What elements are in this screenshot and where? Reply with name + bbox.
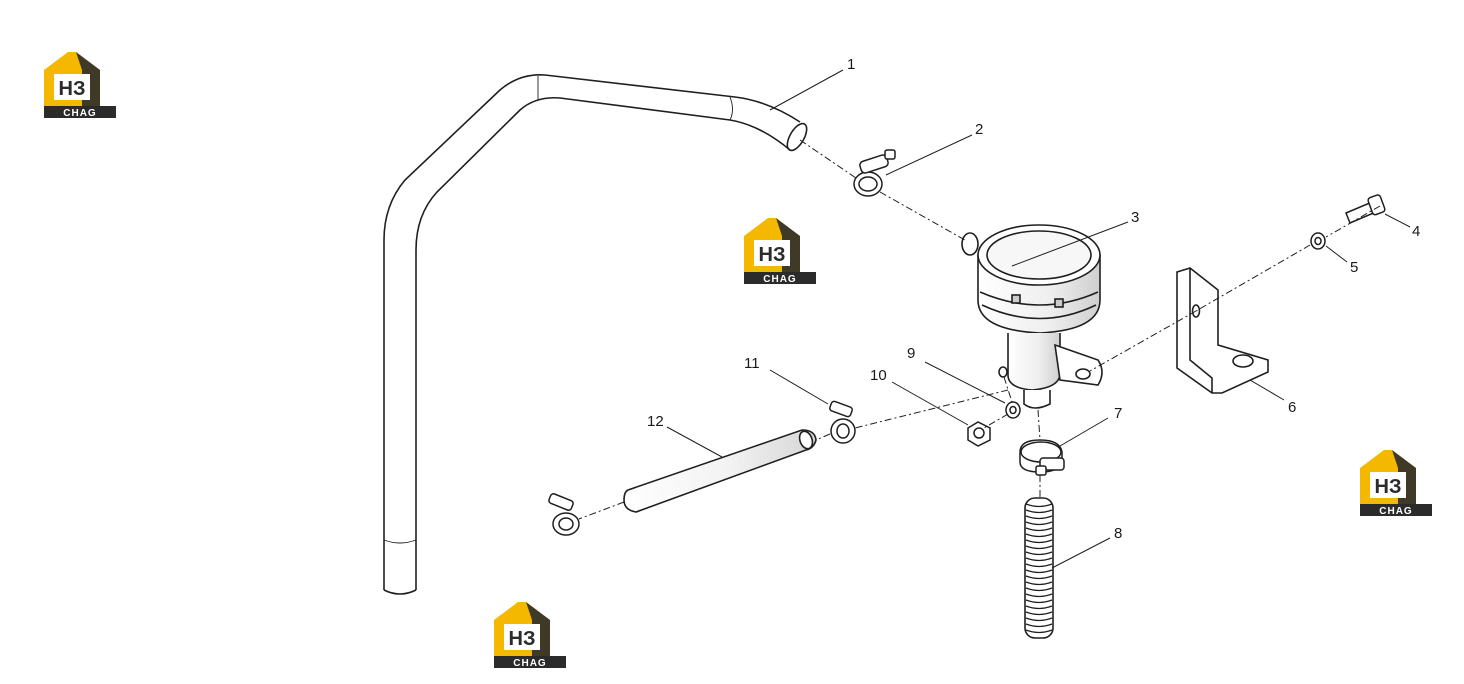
- breather-part-3: [961, 224, 1103, 409]
- bracket-part-6: [1176, 267, 1269, 394]
- hose-ridge: [1025, 623, 1053, 628]
- callout-8: 8: [1114, 525, 1122, 542]
- callout-12: 12: [647, 413, 664, 430]
- leader-lines: [666, 69, 1411, 569]
- svg-text:CHAG: CHAG: [763, 274, 796, 285]
- callout-10: 10: [870, 367, 887, 384]
- watermark-logo: HЗ CHAG: [744, 218, 816, 285]
- svg-text:CHAG: CHAG: [63, 108, 96, 119]
- hose-ridge: [1025, 545, 1053, 550]
- hose-ridge: [1025, 593, 1053, 598]
- hose-ridge: [1025, 605, 1053, 610]
- assembly-lines: [578, 139, 1381, 520]
- svg-text:CHAG: CHAG: [513, 658, 546, 669]
- callout-3: 3: [1131, 209, 1139, 226]
- hose-ridge: [1025, 533, 1053, 538]
- callout-labels: 1 2 3 4 5 6 7 8 9 10 11 12: [647, 56, 1420, 542]
- washer-part-5: [1310, 232, 1326, 250]
- svg-text:CHAG: CHAG: [1379, 506, 1412, 517]
- watermark-logo: HЗ CHAG: [1360, 450, 1432, 517]
- callout-7: 7: [1114, 405, 1122, 422]
- hose-part-12: [623, 429, 817, 513]
- watermark-logo: HЗ CHAG: [44, 52, 116, 119]
- hose-clamp-part-7: [1019, 439, 1065, 476]
- svg-text:HЗ: HЗ: [1375, 476, 1402, 498]
- hose-ridge: [1025, 563, 1053, 568]
- hose-clamp-part-11: [829, 400, 856, 444]
- hose-ridge: [1025, 509, 1053, 514]
- callout-9: 9: [907, 345, 915, 362]
- hose-ridge: [1025, 599, 1053, 604]
- nut-part-10: [967, 421, 991, 447]
- hose-clamp-part-12: [548, 493, 580, 536]
- callout-11: 11: [744, 355, 760, 372]
- hose-ridge: [1025, 503, 1053, 508]
- corrugated-hose-part-8: [1024, 497, 1054, 639]
- hose-ridge: [1025, 515, 1053, 520]
- watermark-logo: HЗ CHAG: [494, 602, 566, 669]
- hose-clamp-part-2: [853, 149, 896, 197]
- hose-ridge: [1025, 521, 1053, 526]
- hose-ridge: [1025, 539, 1053, 544]
- svg-text:HЗ: HЗ: [59, 78, 86, 100]
- callout-1: 1: [847, 56, 855, 73]
- hose-ridge: [1025, 551, 1053, 556]
- bolt-part-4: [1345, 194, 1386, 224]
- callout-5: 5: [1350, 259, 1358, 276]
- hose-ridge: [1025, 611, 1053, 616]
- callout-2: 2: [975, 121, 983, 138]
- svg-text:HЗ: HЗ: [509, 628, 536, 650]
- hose-part-1: [383, 73, 808, 595]
- hose-ridge: [1025, 557, 1053, 562]
- callout-6: 6: [1288, 399, 1296, 416]
- callout-4: 4: [1412, 223, 1420, 240]
- hose-ridge: [1025, 527, 1053, 532]
- hose-ridge: [1025, 575, 1053, 580]
- hose-ridge: [1025, 587, 1053, 592]
- hose-ridge: [1025, 581, 1053, 586]
- hose-ridge: [1025, 569, 1053, 574]
- svg-text:HЗ: HЗ: [759, 244, 786, 266]
- hose-ridge: [1025, 629, 1053, 634]
- washer-part-9: [1005, 401, 1021, 419]
- hose-ridge: [1025, 617, 1053, 622]
